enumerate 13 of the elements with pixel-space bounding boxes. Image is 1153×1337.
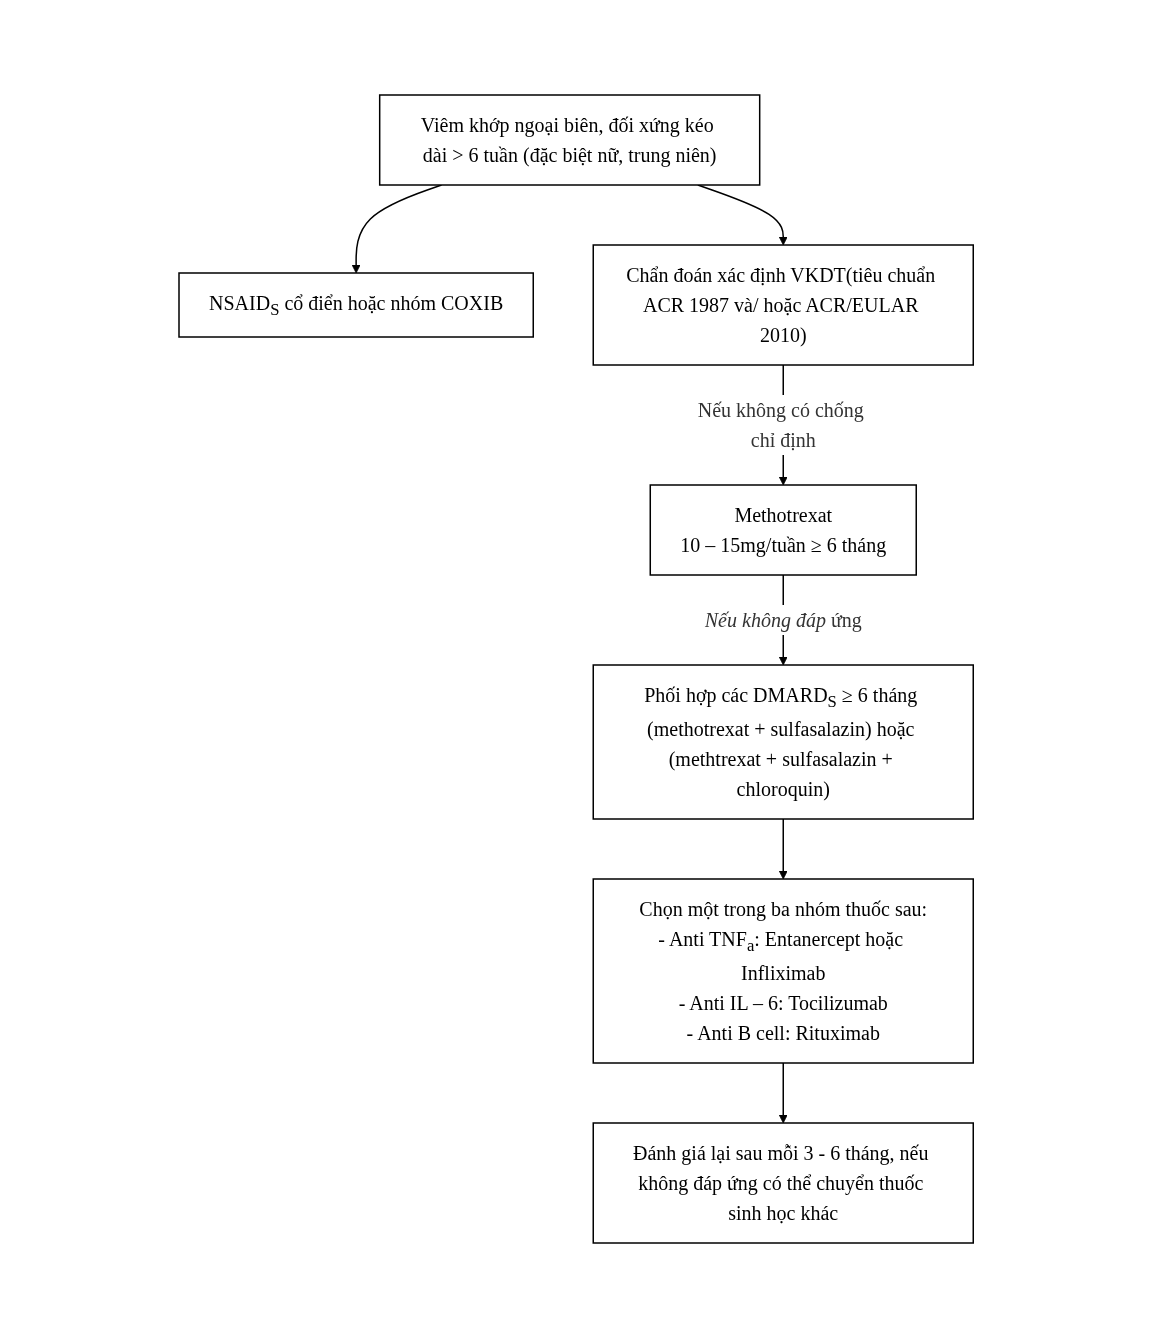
arrow xyxy=(697,183,789,245)
node-box: Đánh giá lại sau mỗi 3 - 6 tháng, nếu không đáp ứng có thể chuyển thuốc sinh học khác xyxy=(592,1121,975,1244)
arrow xyxy=(779,817,789,879)
node-box: Phối hợp các DMARD$_{S}$ ≥ 6 tháng (methotrexat + sulfasalazin) hoặc (methtrexat + sulfasalazin + chloroquin) xyxy=(592,663,975,820)
node-box: Methotrexat 10 – 15mg/tuần ≥ 6 tháng xyxy=(649,483,918,576)
node-box: Chẩn đoán xác định VKDT(tiêu chuẩn ACR 1987 và/ hoặc ACR/EULAR 2010) xyxy=(592,243,975,366)
node-box: Viêm khớp ngoại biên, đối xứng kéo dài > 6 tuần (đặc biệt nữ, trung niên) xyxy=(379,93,761,186)
edge-label: Nếu không có chống chỉ định xyxy=(698,398,865,451)
node-box: NSAID$_{S}$ cổ điển hoặc nhóm COXIB xyxy=(178,271,535,338)
arrow xyxy=(779,1061,789,1123)
node-box: Chọn một trong ba nhóm thuốc sau: - Anti TNF$_{a}$: Entanercept hoặc Infliximab - Anti IL – 6: Tocilizumab - Anti B cell: Rituximab xyxy=(592,877,975,1064)
arrow xyxy=(352,183,443,273)
edge-label: Nếu không đáp ứng xyxy=(705,608,863,631)
